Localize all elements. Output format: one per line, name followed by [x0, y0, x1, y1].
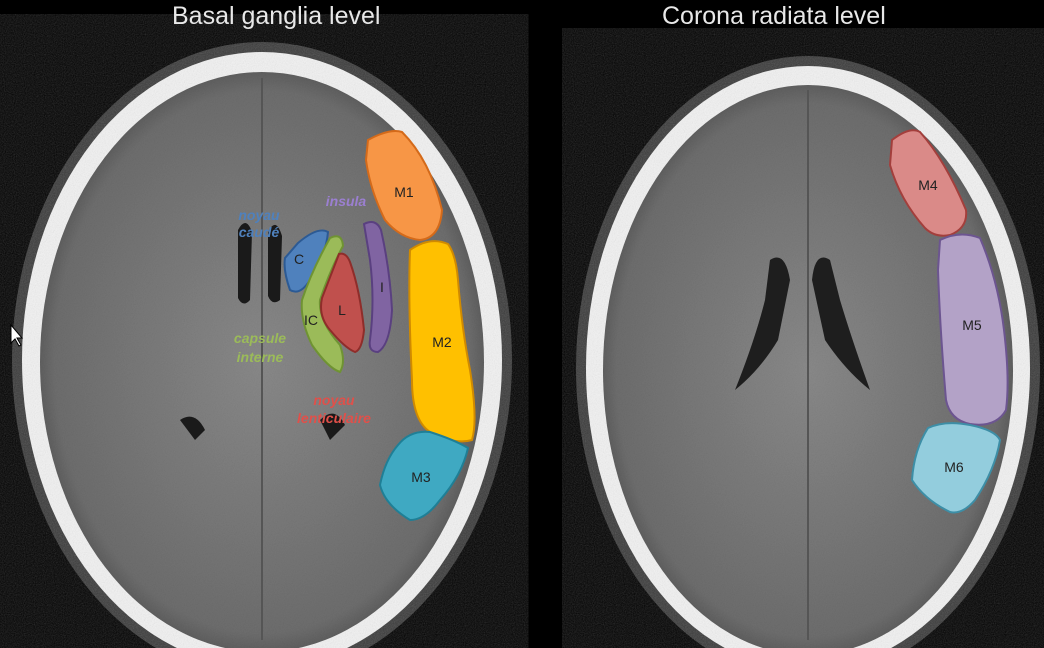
- svg-text:insula: insula: [326, 193, 367, 209]
- region-label: M3: [411, 469, 431, 485]
- region-label: M1: [394, 184, 414, 200]
- cursor-icon: [10, 323, 24, 347]
- region-label: M6: [944, 459, 964, 475]
- annotation-insula: insula: [326, 193, 367, 209]
- svg-text:noyau: noyau: [238, 207, 280, 223]
- region-M6: M6: [910, 422, 1002, 514]
- region-label: IC: [304, 312, 318, 328]
- annotation-lentiform: noyau lenticulaire: [297, 392, 371, 426]
- region-M1: M1: [364, 130, 444, 242]
- svg-text:caudé: caudé: [239, 224, 280, 240]
- region-label: M2: [432, 334, 452, 350]
- region-M5: M5: [936, 233, 1009, 426]
- region-label: I: [380, 279, 384, 295]
- region-L: L: [320, 252, 366, 354]
- svg-text:lenticulaire: lenticulaire: [297, 410, 371, 426]
- region-label: L: [338, 302, 346, 318]
- right-title: Corona radiata level: [662, 2, 886, 30]
- annotation-caudate: noyau caudé: [238, 207, 280, 240]
- annotation-internal-capsule: capsule interne: [234, 330, 286, 365]
- region-M2: M2: [408, 240, 476, 443]
- left-title: Basal ganglia level: [172, 2, 381, 30]
- svg-text:capsule: capsule: [234, 330, 286, 346]
- region-IC: IC: [300, 235, 345, 374]
- region-I: I: [362, 221, 394, 354]
- region-label: M4: [918, 177, 938, 193]
- region-M3: M3: [378, 430, 470, 522]
- ventricles: [735, 257, 870, 390]
- ventricles: [180, 222, 345, 440]
- region-label: M5: [962, 317, 982, 333]
- svg-text:noyau: noyau: [313, 392, 355, 408]
- svg-text:interne: interne: [237, 349, 284, 365]
- region-label: C: [294, 251, 304, 267]
- region-M4: M4: [888, 129, 968, 237]
